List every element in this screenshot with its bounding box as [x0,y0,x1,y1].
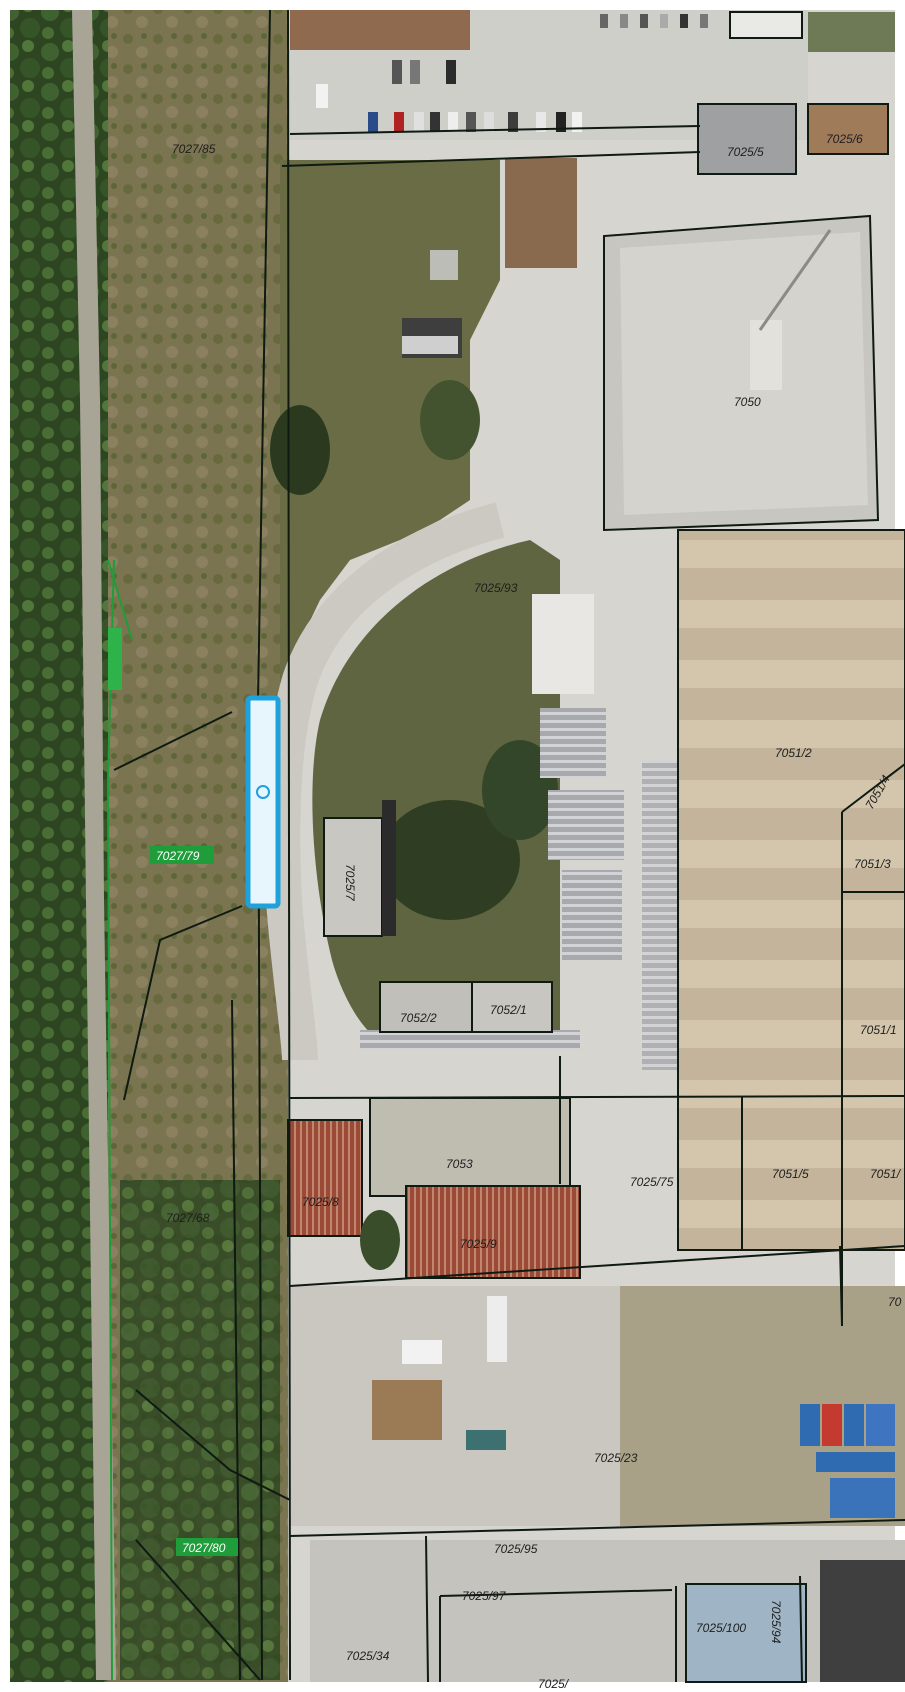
label-7051-2: 7051/2 [775,746,812,760]
parcel-labels: 7027/85 7025/5 7025/6 7050 7025/93 7051/… [166,132,902,1691]
marker-icon [256,785,270,799]
parked-cars-north [316,14,708,132]
highlight-marker[interactable] [245,695,281,909]
grass-field-west [280,160,500,700]
building-7053 [369,1097,571,1197]
tree-group-center [380,800,520,920]
timber-stacks [505,158,577,268]
building-7025-7 [323,817,383,937]
building-7025-9 [405,1185,581,1279]
label-7050: 7050 [734,395,761,409]
roof-crane [758,229,832,331]
label-7027-80: 7027/80 [182,1541,226,1555]
label-7025-6: 7025/6 [826,132,863,146]
roof-skylight [750,320,782,390]
label-7051-6: 7051/ [870,1167,902,1181]
label-7051-1: 7051/1 [860,1023,897,1037]
green-parcel-labels: 7027/79 7027/80 [150,846,238,1556]
building-7052-2 [379,981,473,1033]
label-7025-75: 7025/75 [630,1175,674,1189]
label-7053: 7053 [446,1157,473,1171]
pallet-rows-3 [562,870,622,960]
white-van [402,1340,442,1364]
lawn-northeast [808,12,895,52]
label-7025-7: 7025/7 [343,864,357,902]
storage-boxes [430,250,458,280]
footpath [72,10,116,1680]
label-70-right: 70 [888,1295,902,1309]
green-label-vertical [108,628,122,690]
pallet-row-south [360,1030,580,1050]
label-7025-94: 7025/94 [769,1600,783,1644]
label-7051-3: 7051/3 [854,857,891,871]
green-container [466,1430,506,1450]
container-stack [800,1404,895,1518]
building-dark-southeast [820,1560,905,1682]
label-7051-5: 7051/5 [772,1167,809,1181]
storage-yard-north [290,10,470,50]
label-7052-1: 7052/1 [490,1003,527,1017]
label-7025-bottom: 7025/ [538,1677,570,1691]
label-7025-5: 7025/5 [727,145,764,159]
label-7027-79: 7027/79 [156,849,200,863]
label-7027-85: 7027/85 [172,142,216,156]
small-tree [360,1210,400,1270]
white-truck [487,1296,507,1362]
white-tent [532,594,594,694]
building-7052-1 [471,981,553,1033]
label-7027-68: 7027/68 [166,1211,210,1225]
label-7025-34: 7025/34 [346,1649,390,1663]
building-7025-100 [685,1583,807,1683]
label-7025-97: 7025/97 [462,1589,507,1603]
cadastral-boundaries [113,9,905,1683]
tree-shadow [270,405,330,495]
label-7025-100: 7025/100 [696,1621,746,1635]
label-7052-2: 7052/2 [400,1011,437,1025]
label-7025-8: 7025/8 [302,1195,339,1209]
label-7025-9: 7025/9 [460,1237,497,1251]
pallet-rows-1 [540,708,606,778]
building-7025-6 [807,103,889,155]
building-7050-roof [620,232,868,515]
bush-cluster [420,380,480,460]
label-7025-95: 7025/95 [494,1542,538,1556]
building-7025-5 [697,103,797,175]
access-road [264,502,505,1061]
pallet-rows-2 [548,790,624,860]
label-bg-7027-79 [150,846,214,864]
yard-bottom [310,1540,905,1682]
tree-group-east [482,740,558,840]
truck-trailer [402,336,458,354]
label-7025-23: 7025/23 [594,1451,638,1465]
building-7025-8 [287,1119,363,1237]
building-7051 [677,529,905,1251]
building-shadow [382,800,396,936]
forest-southwest [120,1180,280,1680]
label-7025-93: 7025/93 [474,581,518,595]
label-bg-7027-80 [176,1538,238,1556]
wood-pile-south [372,1380,442,1440]
building-north-small [729,11,803,39]
